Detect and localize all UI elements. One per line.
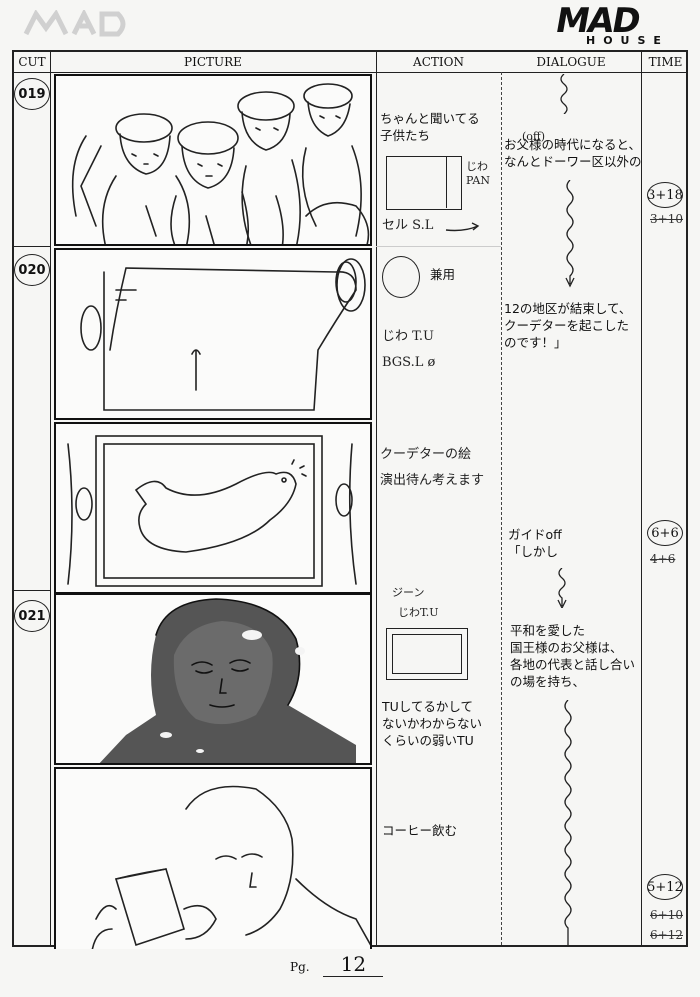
action-text-painting: クーデターの絵 演出待ん考えます: [380, 447, 485, 488]
dialogue-off-note: (off): [522, 130, 546, 143]
row-divider: [14, 590, 50, 591]
row-divider: [376, 246, 501, 247]
pan-marker: [446, 156, 461, 208]
bleed-through-logo: [22, 10, 142, 40]
page-number: 12: [323, 952, 384, 977]
row-divider: [14, 246, 50, 247]
header-picture: PICTURE: [184, 55, 242, 69]
dialogue-text-2: 12の地区が結束して、 クーデターを起こした のです！」: [504, 301, 632, 350]
children-sketch: [71, 83, 370, 244]
header-divider: [14, 72, 686, 73]
logo-sub-text: HOUSE: [586, 34, 669, 47]
header-time: TIME: [648, 55, 683, 69]
reference-circle: [382, 256, 420, 298]
time-old-coffee: 6+10: [650, 908, 683, 922]
squiggle-line: [565, 180, 575, 288]
picture-panel-3: [54, 422, 372, 594]
dialogue-text-4: 平和を愛した 国王様のお父様は、 各地の代表と話し合い の場を持ち、: [510, 623, 636, 689]
picture-panel-5: [54, 767, 372, 949]
page-footer: Pg. 12: [290, 952, 384, 977]
action-text-cut019: ちゃんと聞いてる 子供たち: [380, 111, 480, 143]
coup-painting-sketch: [67, 435, 357, 587]
picture-panel-1: [54, 74, 372, 246]
column-divider: [641, 52, 642, 945]
dialogue-text-1: お父様の時代になると、 なんとドーワー区以外の: [504, 137, 642, 169]
time-old-cut019: 3+10: [650, 212, 683, 226]
paper-sketch: [80, 258, 366, 411]
camera-frame: [386, 156, 462, 210]
header-cut: CUT: [18, 55, 46, 69]
column-divider: [376, 52, 377, 945]
camera-frame: [386, 628, 468, 680]
dashed-divider: [501, 72, 502, 945]
sfx-note: ジーン: [392, 586, 425, 599]
cut-number: 019: [14, 78, 50, 110]
time-painting: 6+6: [643, 518, 687, 548]
cel-note: セル S.L: [382, 218, 434, 233]
drinking-coffee-sketch: [91, 785, 370, 949]
dialogue-text-3: ガイドoff 「しかし: [508, 527, 562, 559]
portrait-sketch: [56, 595, 370, 763]
time-old-coffee-2: 6+12: [650, 928, 683, 942]
action-text-coffee: コーヒー飲む: [382, 823, 458, 838]
tu-note: じわT.U: [398, 606, 439, 619]
time-coffee: 5+12: [643, 872, 687, 902]
shared-use-note: 兼用: [430, 267, 456, 282]
page-label: Pg.: [290, 960, 310, 974]
squiggle-line: [560, 74, 568, 114]
column-divider: [50, 52, 51, 945]
header-dialogue: DIALOGUE: [536, 55, 606, 69]
time-old-painting: 4+6: [650, 552, 676, 566]
time-cut019: 3+18: [643, 180, 687, 210]
picture-panel-4: [54, 593, 372, 765]
cut-number: 021: [14, 600, 50, 632]
cut-number: 020: [14, 254, 50, 286]
logo-main-text: MAD: [552, 1, 642, 41]
camera-frame-inner: [392, 634, 462, 674]
madhouse-logo: MAD HOUSE: [552, 1, 686, 50]
squiggle-line: [557, 568, 567, 608]
action-text-cut020: じわ T.U BGS.L ø: [382, 329, 436, 370]
storyboard-sheet: CUT PICTURE ACTION DIALOGUE TIME 019 020…: [12, 50, 688, 949]
squiggle-line: [564, 700, 572, 946]
pan-note: じわ PAN: [466, 160, 490, 187]
header-action: ACTION: [413, 55, 464, 69]
arrow-icon: [445, 222, 480, 232]
action-text-cut021: TUしてるかして ないかわからない くらいの弱いTU: [382, 699, 483, 748]
picture-panel-2: [54, 248, 372, 420]
